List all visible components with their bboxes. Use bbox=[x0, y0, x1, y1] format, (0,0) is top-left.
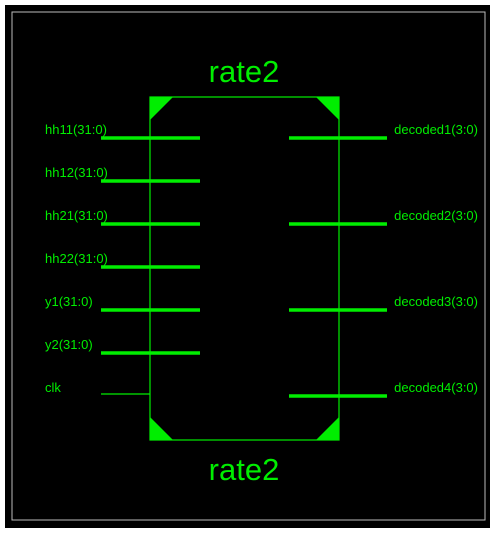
input-pin-hh12-31-0[interactable]: hh12(31:0) bbox=[45, 165, 200, 183]
schematic-canvas: rate2 rate2 hh11(31:0) hh12(31:0) hh21(31:… bbox=[5, 5, 490, 528]
input-pin-label: y1(31:0) bbox=[45, 294, 93, 309]
input-pin-label: clk bbox=[45, 380, 61, 395]
input-pin-label: hh22(31:0) bbox=[45, 251, 108, 266]
input-pin-hh11-31-0[interactable]: hh11(31:0) bbox=[45, 122, 200, 140]
sheet-frame bbox=[11, 11, 486, 521]
input-pin-hh22-31-0[interactable]: hh22(31:0) bbox=[45, 251, 200, 269]
output-pin-decoded4-3-0[interactable]: decoded4(3:0) bbox=[289, 380, 478, 398]
corner-marker-top-right bbox=[316, 97, 339, 120]
input-pin-label: hh21(31:0) bbox=[45, 208, 108, 223]
input-pin-label: hh11(31:0) bbox=[45, 122, 107, 137]
output-pin-label: decoded4(3:0) bbox=[394, 380, 478, 395]
block-title-bottom: rate2 bbox=[209, 452, 280, 487]
output-pins: decoded1(3:0) decoded2(3:0) decoded3(3:0) d… bbox=[289, 122, 478, 398]
output-pin-decoded3-3-0[interactable]: decoded3(3:0) bbox=[289, 294, 478, 312]
corner-marker-bottom-right bbox=[316, 417, 339, 440]
output-pin-decoded2-3-0[interactable]: decoded2(3:0) bbox=[289, 208, 478, 226]
input-pins: hh11(31:0) hh12(31:0) hh21(31:0) hh22(31:0)… bbox=[45, 122, 200, 395]
output-pin-label: decoded3(3:0) bbox=[394, 294, 478, 309]
schematic-symbol: rate2 rate2 hh11(31:0) hh12(31:0) hh21(31:… bbox=[11, 11, 486, 521]
output-pin-decoded1-3-0[interactable]: decoded1(3:0) bbox=[289, 122, 478, 140]
input-pin-label: hh12(31:0) bbox=[45, 165, 108, 180]
block-title-top: rate2 bbox=[209, 54, 280, 89]
input-pin-clk[interactable]: clk bbox=[45, 380, 150, 395]
corner-marker-bottom-left bbox=[150, 417, 173, 440]
input-pin-label: y2(31:0) bbox=[45, 337, 93, 352]
output-pin-label: decoded1(3:0) bbox=[394, 122, 478, 137]
input-pin-y1-31-0[interactable]: y1(31:0) bbox=[45, 294, 200, 312]
output-pin-label: decoded2(3:0) bbox=[394, 208, 478, 223]
corner-marker-top-left bbox=[150, 97, 173, 120]
input-pin-hh21-31-0[interactable]: hh21(31:0) bbox=[45, 208, 200, 226]
input-pin-y2-31-0[interactable]: y2(31:0) bbox=[45, 337, 200, 355]
